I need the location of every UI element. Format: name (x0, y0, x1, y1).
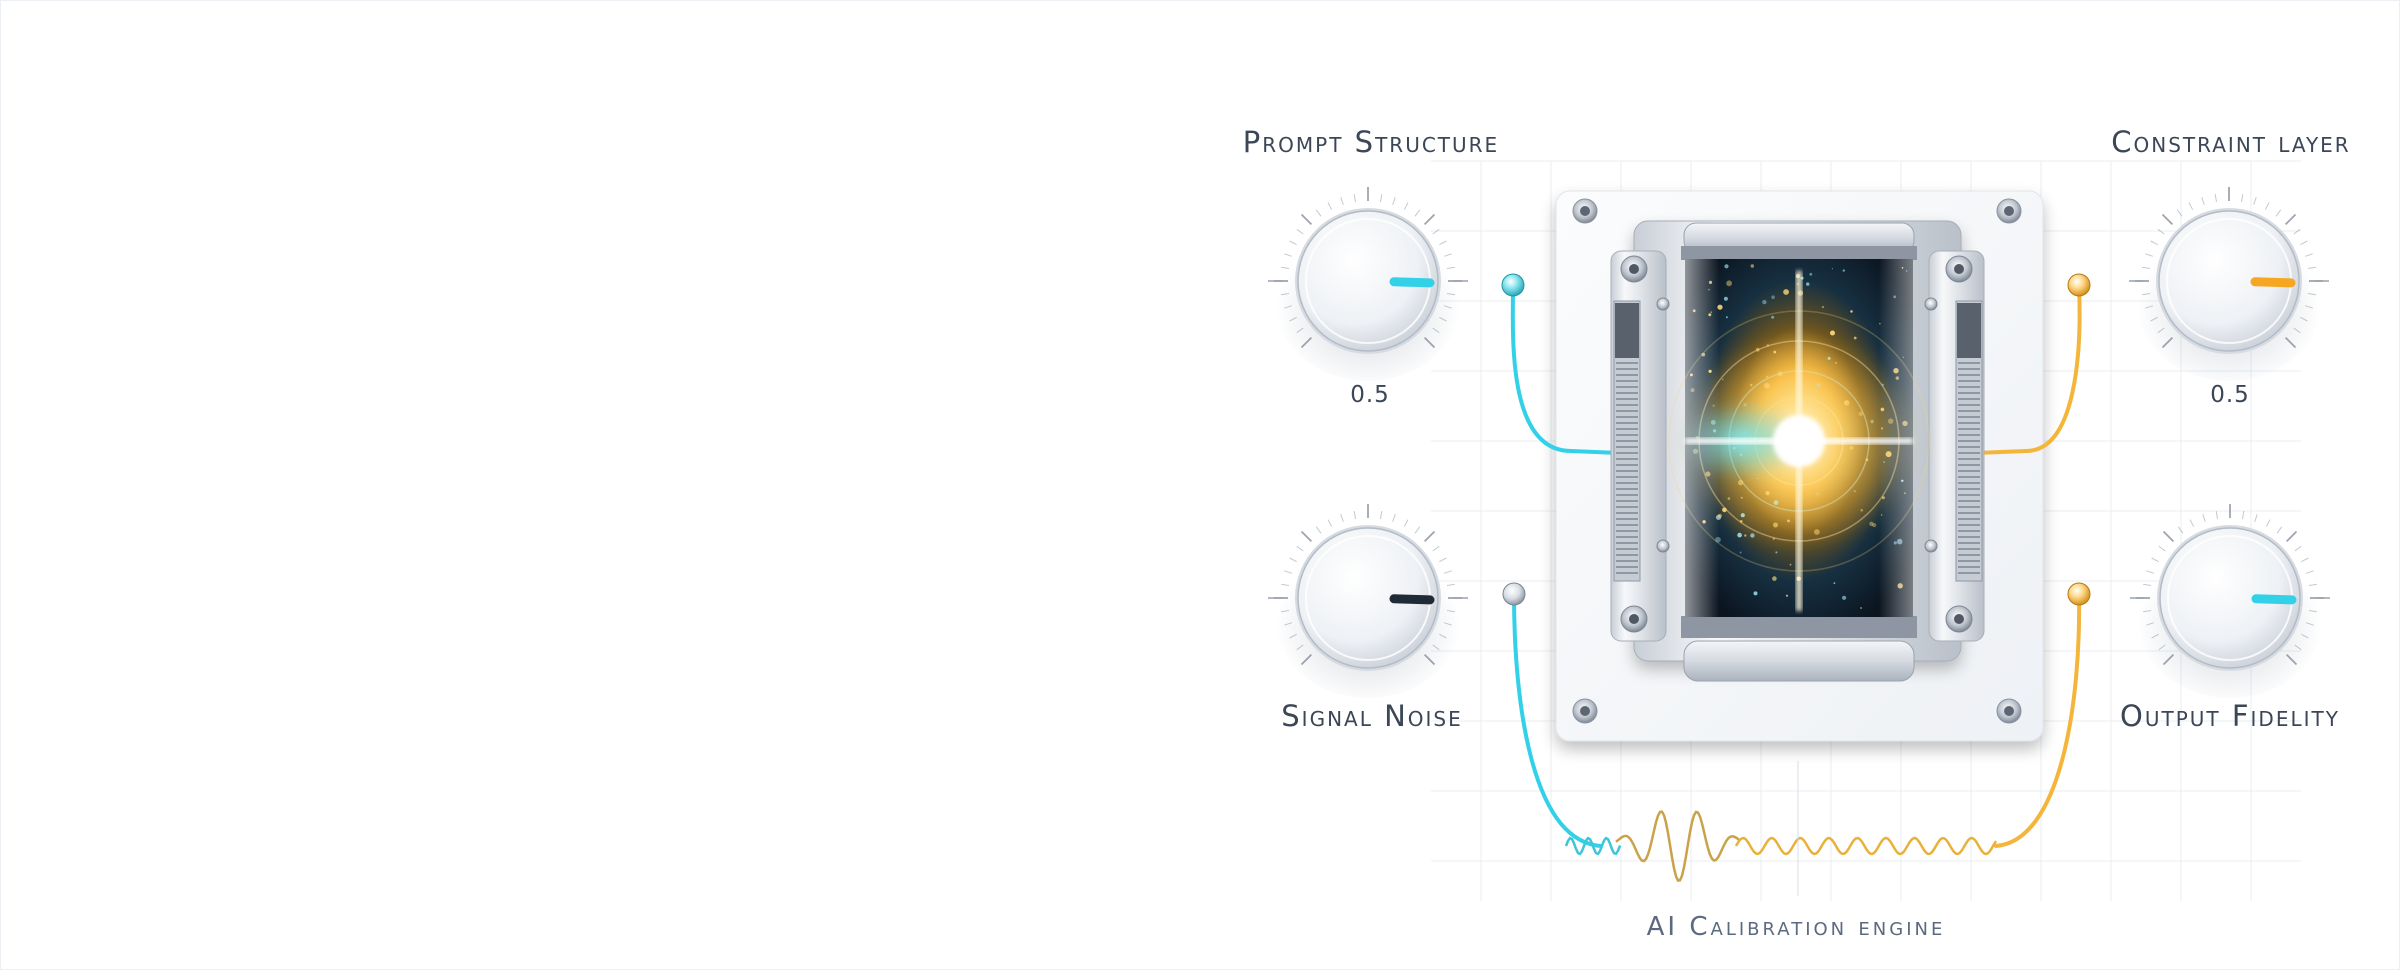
cable-signal-noise (1512, 592, 1603, 848)
cable-prompt-structure (1510, 284, 1621, 455)
connector-signal-noise (1502, 582, 1526, 606)
cable-output-fidelity (1994, 592, 2082, 848)
knob-signal-noise[interactable] (1268, 504, 1468, 698)
value-constraint-layer: 0.5 (2210, 382, 2250, 408)
knob-indicator (1389, 594, 1435, 605)
engine-title: AI Calibration engine (1646, 912, 1946, 942)
connector-prompt-structure (1501, 273, 1525, 297)
label-prompt-structure: Prompt Structure (1242, 125, 1500, 159)
knob-scale (2129, 187, 2329, 349)
label-output-fidelity: Output Fidelity (2120, 699, 2340, 733)
cable-constraint-layer (1974, 284, 2082, 455)
knob-prompt-structure[interactable] (1268, 187, 1468, 381)
value-prompt-structure: 0.5 (1350, 382, 1390, 408)
panel-screws (1572, 198, 2022, 724)
knob-indicator (1389, 277, 1435, 288)
connector-constraint-layer (2067, 273, 2091, 297)
knob-scale (1268, 187, 1468, 349)
knob-output-fidelity[interactable] (2130, 504, 2330, 698)
knob-scale (2130, 504, 2330, 666)
calibration-waveform (1564, 761, 1998, 896)
knob-indicator (2250, 277, 2296, 288)
connector-output-fidelity (2067, 582, 2091, 606)
connection-cables (1510, 284, 2082, 848)
energy-core (1668, 259, 1930, 617)
knob-scale (1268, 504, 1468, 666)
knob-indicator (2251, 594, 2297, 605)
label-signal-noise: Signal Noise (1281, 699, 1463, 733)
label-constraint-layer: Constraint layer (2111, 125, 2351, 159)
knob-constraint-layer[interactable] (2129, 187, 2329, 381)
